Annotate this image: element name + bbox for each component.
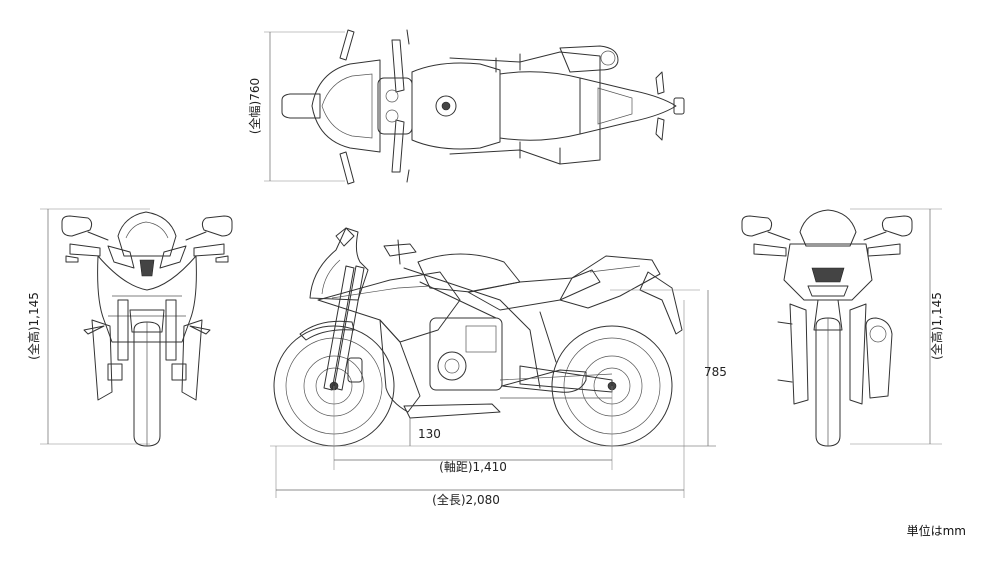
overall-width-label: (全幅)760: [247, 78, 262, 134]
seat-height-label: 785: [704, 365, 727, 379]
overall-length-label: (全長)2,080: [432, 492, 500, 507]
rear-view: (全高)1,145: [741, 208, 944, 447]
rear-height-label: (全高)1,145: [929, 292, 944, 360]
engine: [429, 317, 503, 391]
top-view: (全幅)760: [247, 29, 685, 185]
ground-clearance-label: 130: [418, 427, 441, 441]
front-view: (全高)1,145: [26, 208, 233, 447]
unit-note: 単位はmm: [906, 524, 966, 538]
front-height-label: (全高)1,145: [26, 292, 41, 360]
wheelbase-label: (軸距)1,410: [439, 460, 507, 474]
swingarm: [519, 365, 613, 393]
side-view: 785 130 (軸距)1,410 (全長)2,080: [270, 227, 727, 507]
